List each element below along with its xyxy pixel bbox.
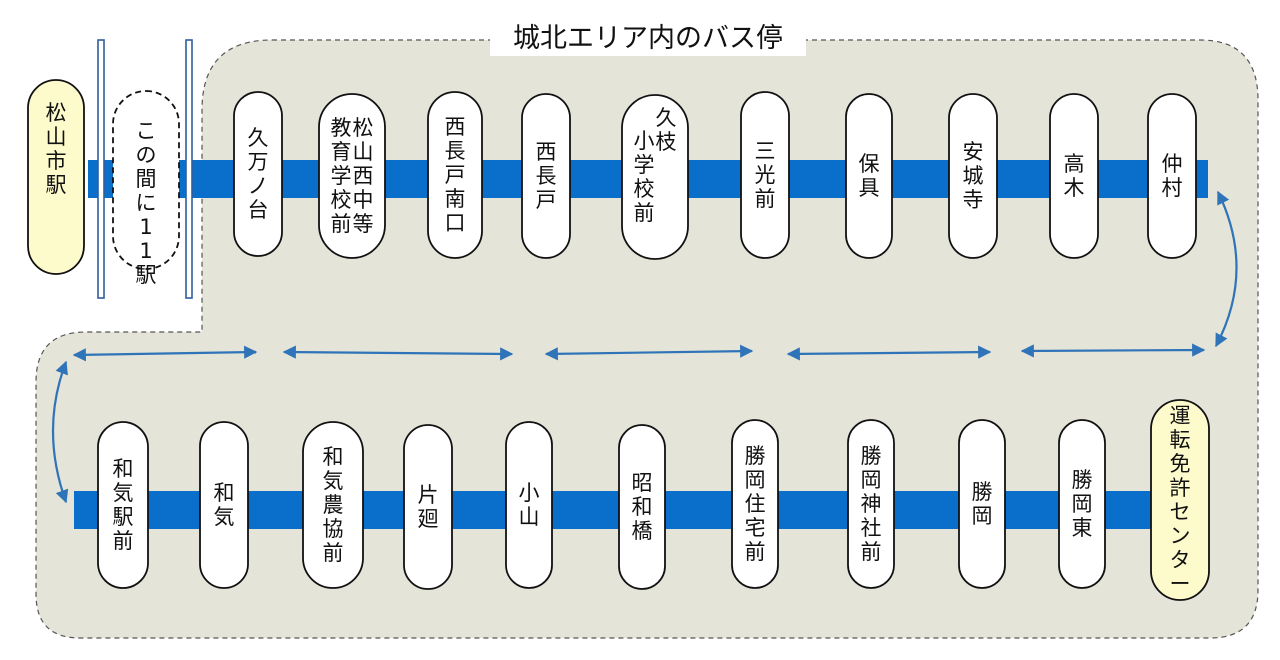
stop-label: 三光前 xyxy=(755,139,776,211)
stop-pill xyxy=(302,421,364,589)
top-stop-8: 安城寺 xyxy=(948,93,998,259)
double-arrow-icon xyxy=(1020,343,1206,358)
stop-label: 昭和橋 xyxy=(632,471,653,543)
stop-pill xyxy=(521,93,571,259)
stop-pill xyxy=(958,419,1006,589)
stop-label: 高木 xyxy=(1064,152,1085,200)
bottom-stop-6: 昭和橋 xyxy=(618,424,666,590)
double-arrow-icon xyxy=(1215,190,1238,348)
stop-label: 勝岡 xyxy=(972,480,993,528)
stop-label: 西長戸南口 xyxy=(445,115,466,235)
stop-pill xyxy=(1049,93,1099,259)
bottom-stop-2: 和気 xyxy=(199,421,249,589)
double-arrow-icon xyxy=(282,345,514,361)
origin-station-label: 松山市駅 xyxy=(46,101,67,197)
stop-pill xyxy=(233,91,283,257)
stop-label: 片廻 xyxy=(418,483,439,531)
stop-pill xyxy=(199,421,249,589)
stop-label: 勝岡東 xyxy=(1072,468,1093,540)
stop-label: 小学校前 xyxy=(634,129,655,225)
stop-pill xyxy=(621,94,689,260)
bottom-stop-1: 和気駅前 xyxy=(97,421,149,589)
stop-label: 和気駅前 xyxy=(113,457,134,553)
top-stop-3: 西長戸南口 xyxy=(427,91,483,259)
stop-pill xyxy=(403,424,453,590)
bottom-stop-11: 運転免許センター xyxy=(1150,399,1210,601)
double-arrow-icon xyxy=(544,344,754,361)
top-stop-4: 西長戸 xyxy=(521,93,571,259)
top-stop-10: 仲村 xyxy=(1147,93,1197,259)
stop-label: 勝岡神社前 xyxy=(861,444,882,564)
bottom-stop-5: 小山 xyxy=(505,421,553,589)
omission-bar-left xyxy=(97,39,105,299)
double-arrow-icon xyxy=(786,345,992,361)
top-stop-6: 三光前 xyxy=(740,91,790,259)
stop-pill xyxy=(740,91,790,259)
omission-bar-right xyxy=(185,39,193,299)
title-backing xyxy=(490,20,806,56)
double-arrow-icon xyxy=(72,345,258,362)
stop-pill xyxy=(847,419,895,589)
bottom-stop-7: 勝岡住宅前 xyxy=(731,419,779,589)
area-title: 城北エリア内のバス停 xyxy=(513,23,783,54)
stop-pill xyxy=(845,93,893,259)
stop-pill xyxy=(318,93,386,259)
direction-arrows xyxy=(51,190,1238,504)
stop-pill xyxy=(618,424,666,590)
bottom-stop-10: 勝岡東 xyxy=(1058,419,1106,589)
stop-label: 久枝 xyxy=(656,106,677,154)
bottom-stop-8: 勝岡神社前 xyxy=(847,419,895,589)
stop-label: 和気 xyxy=(214,481,235,529)
top-stop-1: 久万ノ台 xyxy=(233,91,283,257)
stop-pill xyxy=(427,91,483,259)
stop-label: 久万ノ台 xyxy=(248,126,269,222)
stop-label: 小山 xyxy=(519,481,540,529)
stop-label: 安城寺 xyxy=(963,140,984,212)
bottom-stop-3: 和気農協前 xyxy=(302,421,364,589)
stop-pill xyxy=(505,421,553,589)
bottom-stop-9: 勝岡 xyxy=(958,419,1006,589)
stop-label: 仲村 xyxy=(1162,152,1183,200)
stop-label: 保具 xyxy=(859,152,880,200)
stop-label: 和気農協前 xyxy=(323,445,344,565)
stop-label: 松山西中等 xyxy=(353,116,374,236)
stop-pill xyxy=(731,419,779,589)
stop-label: 運転免許センター xyxy=(1170,404,1191,596)
stop-pill xyxy=(1058,419,1106,589)
double-arrow-icon xyxy=(51,360,69,504)
origin-station: 松山市駅 xyxy=(27,79,85,275)
bottom-row-stops: 和気駅前 和気 和気農協前 片廻 小山 昭和橋 勝岡住宅前 勝岡神社前 勝岡 勝岡東 運転免許センタ… xyxy=(97,399,1210,601)
stop-label: 勝岡住宅前 xyxy=(745,444,766,564)
stop-pill xyxy=(97,421,149,589)
stop-label: 教育学校前 xyxy=(331,116,352,236)
omission-bars xyxy=(97,39,193,299)
stop-pill xyxy=(1150,399,1210,601)
bottom-stop-4: 片廻 xyxy=(403,424,453,590)
stop-label: 西長戸 xyxy=(536,140,557,212)
stop-pill xyxy=(948,93,998,259)
top-stop-9: 高木 xyxy=(1049,93,1099,259)
top-stop-7: 保具 xyxy=(845,93,893,259)
stop-pill xyxy=(1147,93,1197,259)
